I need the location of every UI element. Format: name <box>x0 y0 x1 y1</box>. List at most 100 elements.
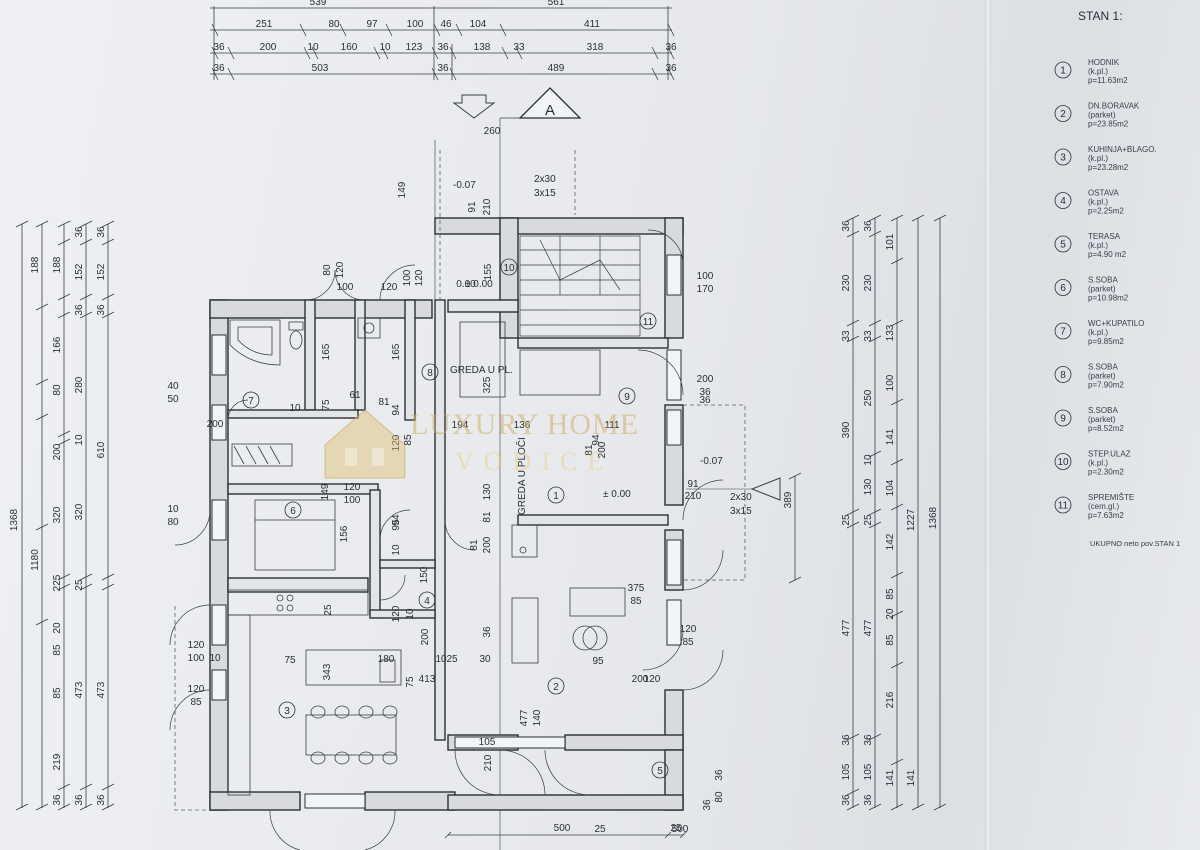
inner-dim-65: 100 <box>188 653 205 664</box>
inner-dim-63: 80 <box>167 517 179 528</box>
dim-160: 160 <box>341 42 358 53</box>
inner-dim-81: 100 <box>344 495 361 506</box>
dim-left-c25: 25 <box>74 579 85 591</box>
dim-right-a230: 230 <box>841 274 852 291</box>
legend-item: 7WC+KUPATILO(k.pl.)p=9.85m2 <box>1054 319 1144 346</box>
dim-318: 318 <box>587 42 604 53</box>
stairs-label-a: 2x30 <box>534 174 556 185</box>
dim-right-c85a: 85 <box>885 588 896 600</box>
inner-dim-40: 10 <box>435 654 447 665</box>
inner-dim-25: 130 <box>482 483 493 500</box>
inner-dim-29: 200 <box>482 536 493 553</box>
legend-number: 8 <box>1060 370 1066 381</box>
inner-dim-31: 156 <box>339 525 350 542</box>
dim-right-141: 141 <box>906 769 917 786</box>
inner-dim-13: 75 <box>321 399 332 411</box>
inner-dim-23: 81 <box>584 444 595 456</box>
inner-dim-42: 30 <box>479 654 491 665</box>
inner-dim-78: 120 <box>381 282 398 293</box>
dim-right-c142: 142 <box>885 533 896 550</box>
legend-room-finish: (k.pl.) <box>1088 154 1108 163</box>
dim-right-b477: 477 <box>863 619 874 636</box>
legend-room-name: S.SOBA <box>1088 276 1118 285</box>
inner-dim-10: 170 <box>697 284 714 295</box>
dim-bottom-25: 25 <box>670 823 682 834</box>
inner-dim-80: 120 <box>344 482 361 493</box>
inner-dim-54: 36 <box>714 769 725 781</box>
inner-dim-12: 165 <box>391 343 402 360</box>
inner-dim-2: 100 <box>402 269 413 286</box>
inner-dim-24: 200 <box>597 441 608 458</box>
legend-number-circle <box>1054 148 1072 166</box>
inner-dim-73: 10 <box>209 653 221 664</box>
dim-right-b33: 33 <box>863 330 874 342</box>
dim-left-b36: 36 <box>52 794 63 806</box>
dim-left-188: 188 <box>30 256 41 273</box>
legend-room-name: TERASA <box>1088 232 1121 241</box>
inner-dim-32: 10 <box>391 544 402 556</box>
legend-number: 2 <box>1060 109 1066 120</box>
inner-dim-3: 120 <box>414 269 425 286</box>
dim-200: 200 <box>260 42 277 53</box>
legend-room-area: p=10.98m2 <box>1088 294 1129 303</box>
legend-room-name: STEP.ULAZ <box>1088 450 1131 459</box>
inner-dim-27: 210 <box>685 491 702 502</box>
legend-item: 2DN.BORAVAK(parket)p=23.85m2 <box>1054 102 1140 129</box>
dim-left-c36b: 36 <box>74 304 85 316</box>
legend-room-finish: (cem.gl.) <box>1088 502 1119 511</box>
inner-dim-19: 194 <box>452 420 469 431</box>
paper-fold <box>985 0 991 850</box>
dim-left-c320: 320 <box>74 503 85 520</box>
legend-total: UKUPNO neto pov.STAN 1 <box>1090 539 1180 548</box>
room-num-10: 10 <box>503 263 515 274</box>
inner-dim-56: 36 <box>702 799 713 811</box>
bottom-dimensions <box>444 831 687 839</box>
inner-dim-22: 94 <box>591 434 602 446</box>
dim-right-1227: 1227 <box>906 508 917 531</box>
inner-dim-83: 81 <box>482 511 493 523</box>
legend-room-area: p=7.90m2 <box>1088 381 1124 390</box>
inner-dim-6: 210 <box>482 198 493 215</box>
legend-number-circle <box>1054 61 1072 79</box>
door-swings <box>169 229 724 850</box>
dim-right-a25: 25 <box>841 514 852 526</box>
inner-dim-45: 85 <box>630 596 642 607</box>
dim-left-b225: 225 <box>52 574 63 591</box>
greda-label-2: GREDA U PLOČI <box>515 437 528 515</box>
dim-right-a36: 36 <box>841 220 852 232</box>
inner-dim-15: 81 <box>378 397 390 408</box>
dim-right-389: 389 <box>783 491 794 508</box>
inner-dim-28: 81 <box>469 539 480 551</box>
level-label-m07b: -0.07 <box>700 456 723 467</box>
legend-room-finish: (k.pl.) <box>1088 67 1108 76</box>
dim-right-c141b: 141 <box>885 769 896 786</box>
dim-right-b130: 130 <box>863 478 874 495</box>
dim-right-a105: 105 <box>841 763 852 780</box>
legend-number-circle <box>1054 105 1072 122</box>
dim-left-b85b: 85 <box>52 687 63 699</box>
inner-dim-60: 40 <box>167 381 179 392</box>
room-num-7: 7 <box>248 396 254 407</box>
dim-left-b20: 20 <box>52 622 63 634</box>
inner-dim-43: 95 <box>592 656 604 667</box>
room-num-3: 3 <box>284 706 290 717</box>
roof-outline <box>174 150 746 811</box>
inner-dim-71: 10 <box>405 608 416 620</box>
inner-dim-0: 80 <box>322 264 333 276</box>
inner-dim-59: 25 <box>323 604 334 616</box>
inner-dim-38: 75 <box>405 676 416 688</box>
dim-right-a36b: 36 <box>841 734 852 746</box>
legend-number: 7 <box>1060 327 1066 338</box>
inner-dim-30: 95 <box>391 519 402 531</box>
dim-36e: 36 <box>437 63 449 74</box>
dim-right-1368: 1368 <box>928 506 939 529</box>
dim-left-c152: 152 <box>74 263 85 280</box>
dim-489: 489 <box>548 63 565 74</box>
legend-number-circle <box>1054 366 1072 383</box>
dim-left-d610: 610 <box>96 441 107 458</box>
inner-dim-34: 200 <box>420 628 431 645</box>
greda-label-1: GREDA U PL. <box>450 365 513 376</box>
